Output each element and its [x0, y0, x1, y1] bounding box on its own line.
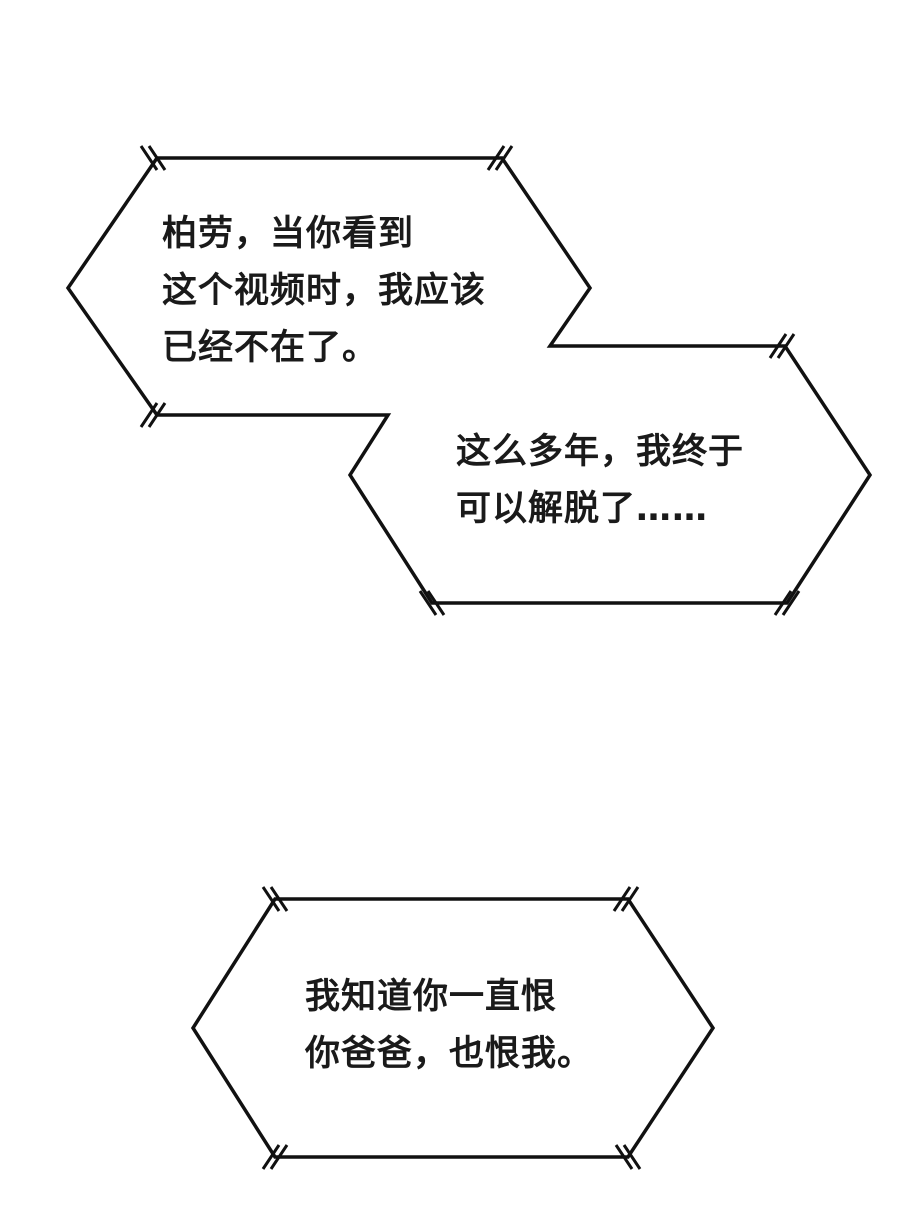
corner-tick-mark — [614, 1144, 634, 1170]
corner-tick-mark — [622, 1144, 642, 1170]
bubble-1-line-3: 已经不在了。 — [162, 328, 379, 368]
speech-bubble-2: 这么多年，我终于 可以解脱了…… — [456, 424, 744, 538]
corner-tick-mark — [269, 886, 289, 912]
corner-tick-mark — [773, 590, 793, 616]
corner-tick-mark — [781, 590, 801, 616]
corner-tick-mark — [620, 886, 640, 912]
bubble-2-line-1: 这么多年，我终于 — [456, 432, 745, 472]
corner-tick-mark — [612, 886, 632, 912]
speech-bubble-1: 柏劳，当你看到 这个视频时，我应该 已经不在了。 — [162, 206, 486, 377]
corner-tick-mark — [261, 886, 281, 912]
corner-tick-mark — [768, 333, 788, 359]
corner-tick-mark — [776, 333, 796, 359]
corner-tick-mark — [426, 590, 446, 616]
bubble-3-line-1: 我知道你一直恨 — [305, 977, 558, 1017]
corner-tick-mark — [486, 145, 506, 171]
bubble-1-line-1: 柏劳，当你看到 — [162, 214, 415, 254]
corner-tick-mark — [139, 145, 159, 171]
corner-tick-mark — [494, 145, 514, 171]
corner-tick-mark — [139, 402, 159, 428]
corner-tick-mark — [418, 590, 438, 616]
corner-tick-mark — [269, 1144, 289, 1170]
bubble-2-line-2: 可以解脱了…… — [456, 489, 709, 529]
corner-tick-mark — [147, 402, 167, 428]
speech-bubble-3-outline — [190, 897, 716, 1159]
corner-tick-mark — [261, 1144, 281, 1170]
speech-bubble-3: 我知道你一直恨 你爸爸，也恨我。 — [305, 969, 593, 1083]
bubble-3-line-2: 你爸爸，也恨我。 — [305, 1034, 594, 1074]
corner-tick-mark — [147, 145, 167, 171]
bubble-1-line-2: 这个视频时，我应该 — [162, 271, 487, 311]
